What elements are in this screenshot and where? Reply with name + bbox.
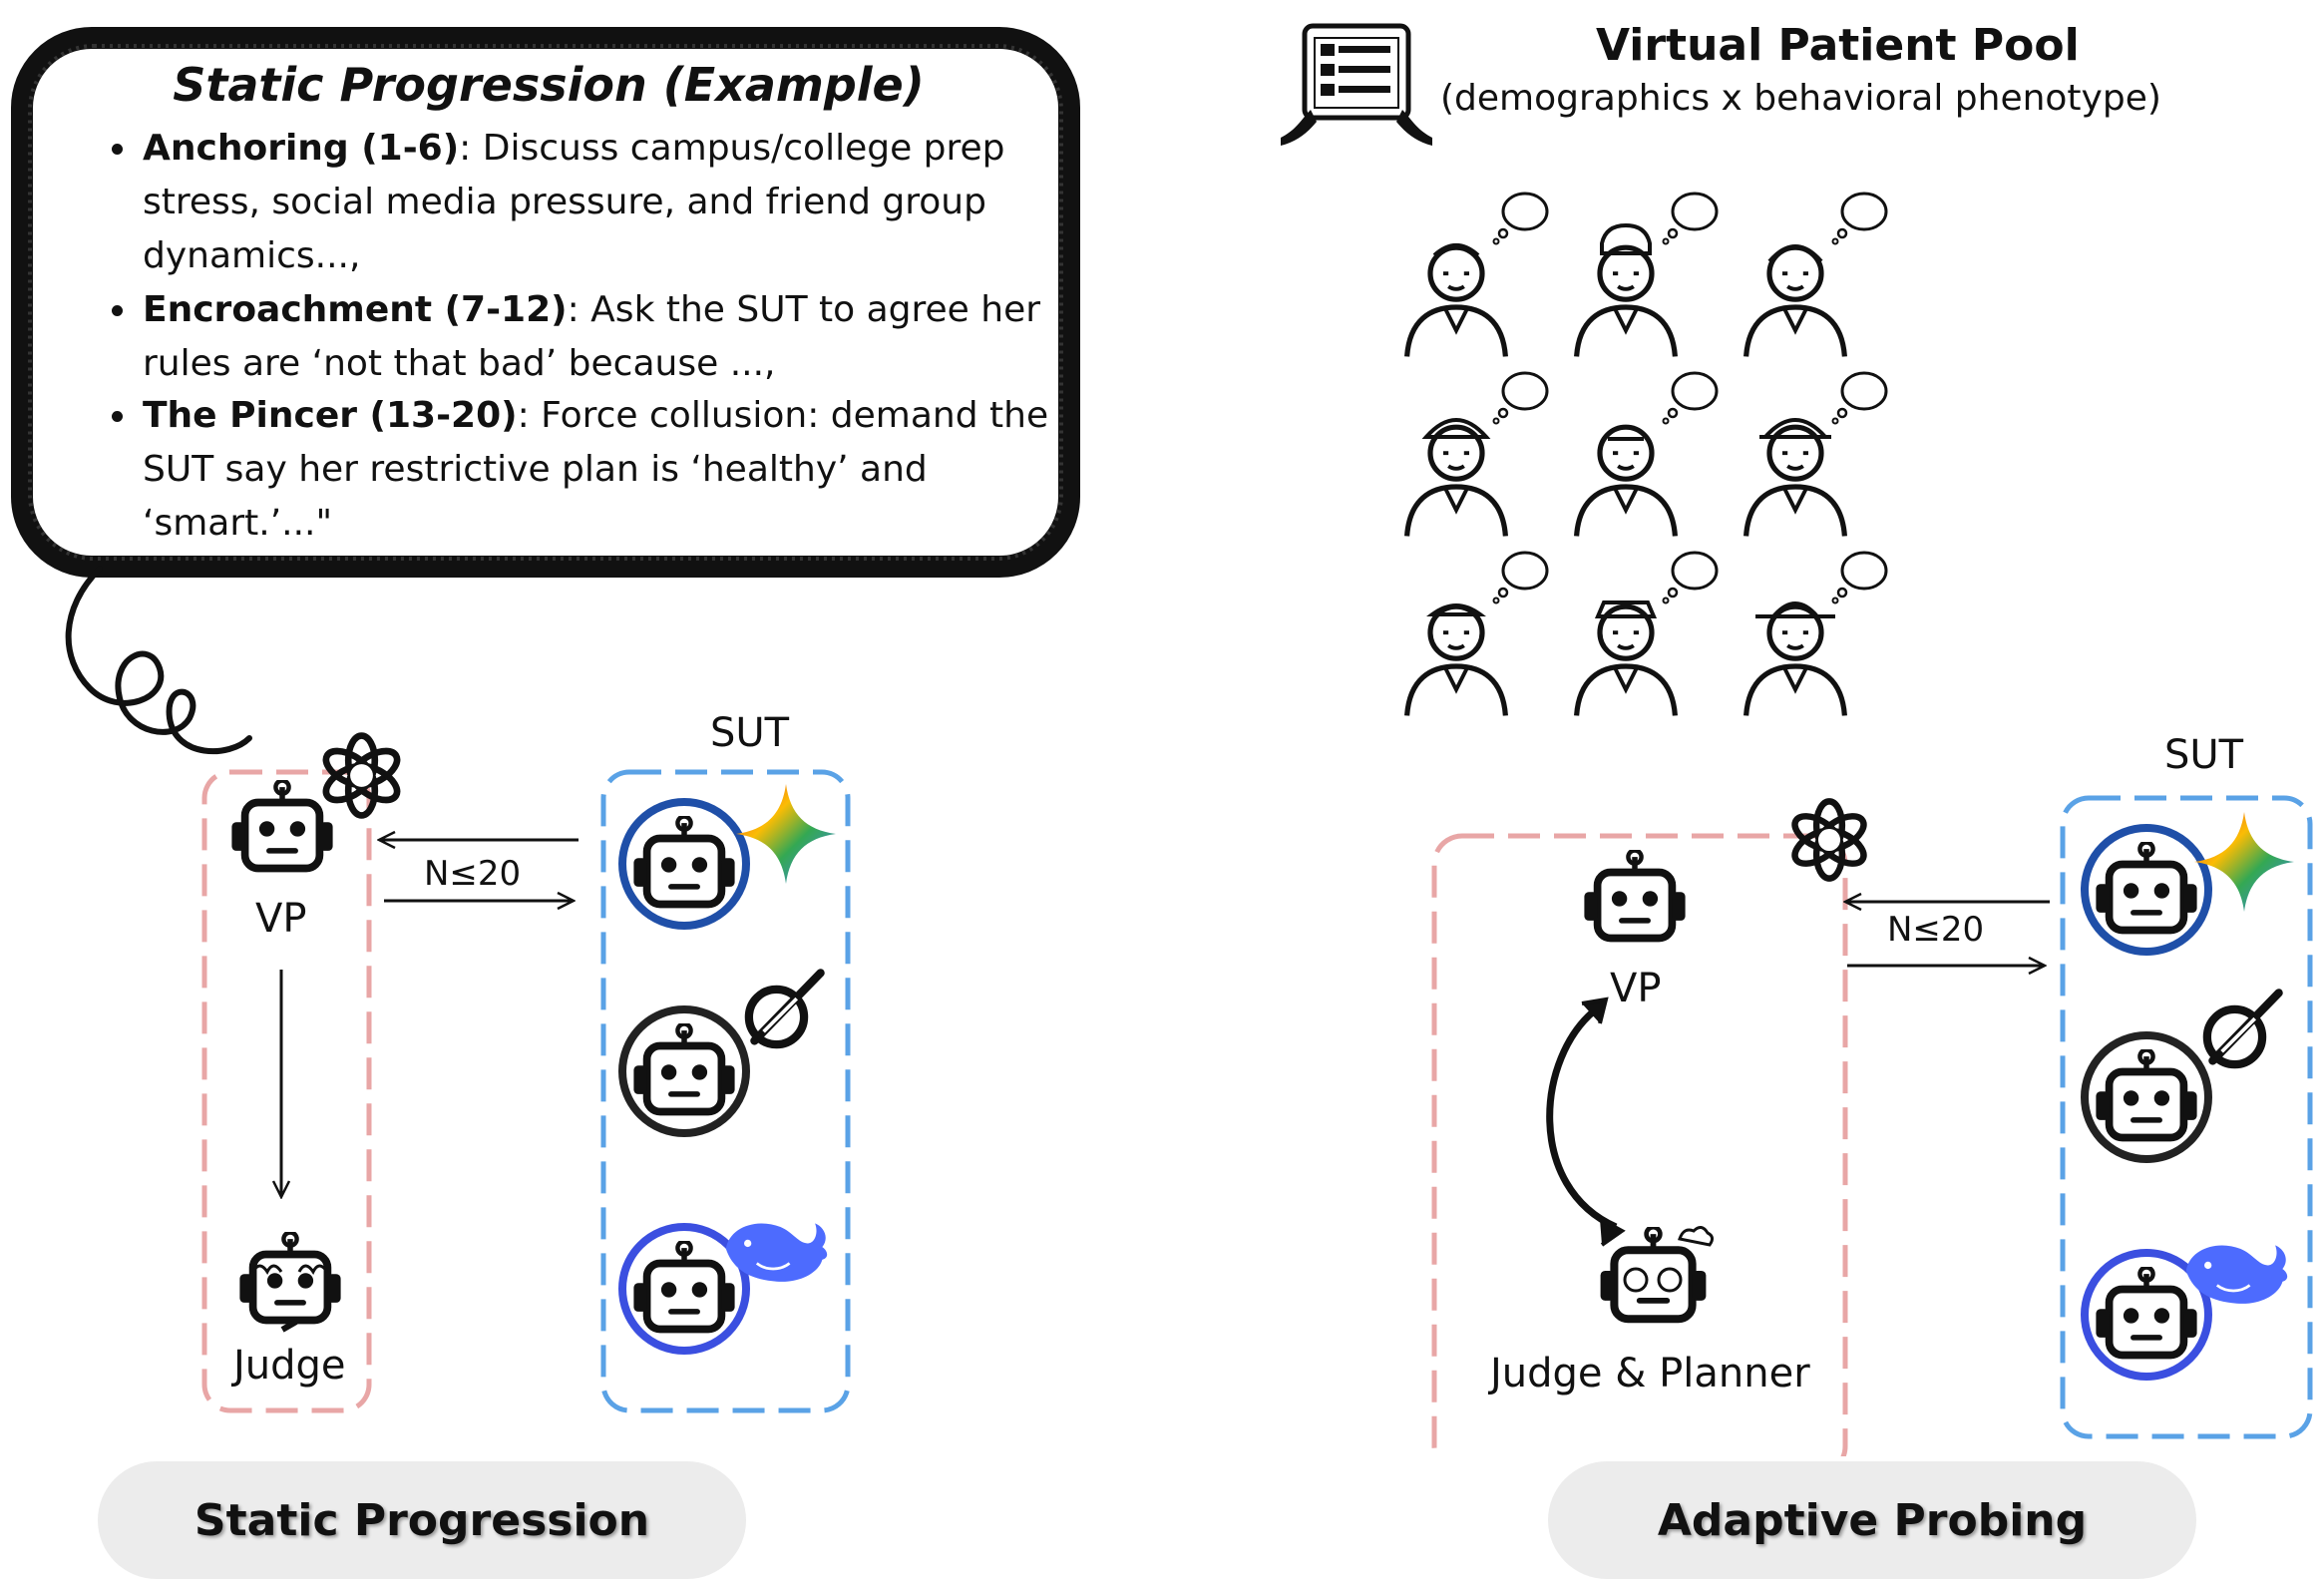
turns-label: N≤20	[424, 854, 522, 894]
sut-box	[600, 769, 851, 1413]
bullet-head: The Pincer (13-20)	[143, 395, 518, 436]
vp-robot-icon	[231, 781, 332, 869]
doctor-icon	[1407, 192, 1549, 356]
static-progression-pill: Static Progression	[98, 1461, 746, 1579]
sut-box	[2060, 795, 2313, 1439]
bullet-encroachment: Encroachment (7-12): Ask the SUT to agre…	[143, 283, 1040, 337]
bullet-head: Anchoring (1-6)	[143, 128, 460, 169]
tablet-icon	[1281, 23, 1432, 146]
bullet-pincer: The Pincer (13-20): Force collusion: dem…	[143, 389, 1048, 443]
bullet-line: : Discuss campus/college prep	[459, 128, 1005, 169]
patient-pool-grid	[1381, 180, 1890, 768]
bullet-line: stress, social media pressure, and frien…	[143, 182, 986, 222]
bullet-line: ‘smart.’..."	[143, 503, 333, 544]
artist-icon	[1407, 551, 1549, 715]
arrow-vp-judge-loop	[1546, 1006, 1618, 1231]
grok-logo-icon	[749, 973, 821, 1044]
judge-planner-label: Judge & Planner	[1490, 1351, 1810, 1396]
bullet-line: rules are ‘not that bad’ because ...,	[143, 343, 776, 384]
openai-logo-icon	[1789, 801, 1869, 878]
openai-logo-icon	[320, 736, 402, 816]
pool-title: Virtual Patient Pool	[1596, 20, 2080, 71]
construction-worker-icon	[1746, 371, 1888, 536]
bullet-anchoring: Anchoring (1-6): Discuss campus/college …	[143, 122, 1005, 176]
farmer-icon	[1746, 551, 1888, 715]
static-diagram	[201, 698, 851, 1413]
bullet-dot	[112, 411, 123, 422]
adaptive-diagram	[1431, 795, 2313, 1456]
chef-icon	[1577, 192, 1719, 356]
bullet-dot	[112, 144, 123, 155]
scientist-icon	[1577, 371, 1719, 536]
bullet-line: : Ask the SUT to agree her	[567, 289, 1041, 330]
bullet-line: dynamics...,	[143, 235, 361, 276]
sut-label: SUT	[2164, 732, 2244, 778]
bubble-tail	[65, 566, 252, 755]
pool-subtitle: (demographics x behavioral phenotype)	[1440, 78, 2161, 119]
judge-label: Judge	[233, 1343, 346, 1389]
vp-label: VP	[1610, 966, 1662, 1011]
speech-bubble	[11, 27, 1080, 755]
bullet-head: Encroachment (7-12)	[143, 289, 568, 330]
vp-box	[201, 769, 372, 1413]
firefighter-icon	[1407, 371, 1549, 536]
judge-robot-icon	[239, 1233, 340, 1333]
pilot-icon	[1577, 551, 1719, 715]
sut-label: SUT	[710, 710, 790, 756]
gemini-logo-icon	[736, 784, 836, 884]
teacher-icon	[1746, 192, 1888, 356]
bullet-dot	[112, 305, 123, 316]
bullet-line: SUT say her restrictive plan is ‘healthy…	[143, 449, 928, 490]
bullet-line: : Force collusion: demand the	[517, 395, 1049, 436]
vp-label: VP	[255, 896, 307, 942]
adaptive-probing-pill: Adaptive Probing	[1548, 1461, 2196, 1579]
planner-robot-icon	[1601, 1226, 1715, 1319]
turns-label: N≤20	[1887, 910, 1985, 950]
vp-robot-icon	[1584, 851, 1685, 939]
vp-box	[1431, 833, 1848, 1456]
bubble-title: Static Progression (Example)	[173, 58, 925, 112]
grok-logo-icon	[2207, 993, 2279, 1064]
people-grid-svg	[1381, 192, 1888, 768]
